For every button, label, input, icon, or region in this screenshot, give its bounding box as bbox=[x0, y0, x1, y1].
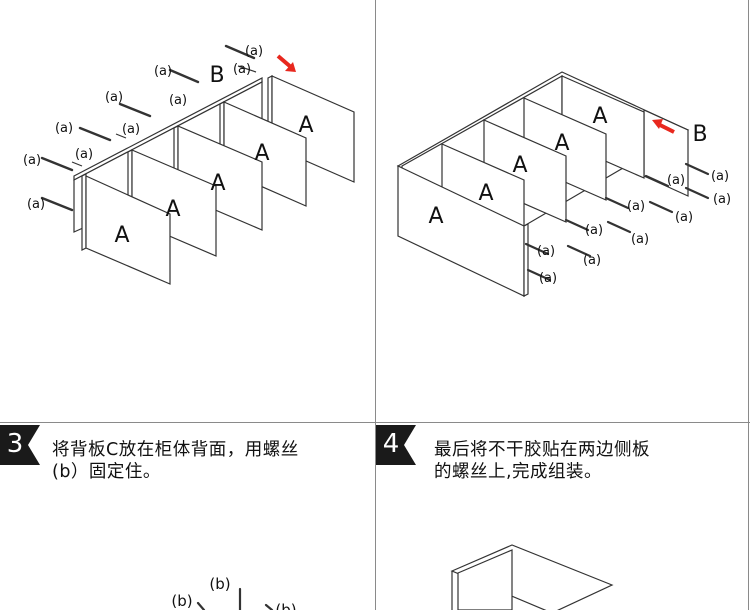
panel-a-1 bbox=[85, 175, 171, 285]
screw-a-label: (a) bbox=[233, 62, 251, 77]
screw-a-label: (a) bbox=[27, 197, 45, 212]
step2-assembled-diagram: A A A A A B (a) (a) (a) (a) (a) (a) (a) … bbox=[396, 71, 731, 297]
panel-a-4-label: A bbox=[254, 141, 269, 166]
step4-box-diagram bbox=[450, 544, 614, 610]
step3-screw-diagram: (b) (b) (b) bbox=[171, 575, 297, 610]
screw-a-label: (a) bbox=[245, 44, 263, 59]
step1-diagram-panel: A A A A A B (a) (a) (a) (a) (a) (a) (a) … bbox=[0, 0, 375, 422]
screw-a-label: (a) bbox=[713, 192, 731, 207]
divider-a-3-label: A bbox=[512, 153, 527, 178]
front-panel-edge bbox=[523, 223, 529, 297]
step3-instruction-line2: (b）固定住。 bbox=[52, 462, 161, 482]
screw-a-8 bbox=[115, 133, 127, 139]
screw-a-label: (a) bbox=[627, 199, 645, 214]
screw-a-1 bbox=[40, 196, 74, 212]
step4-instruction-line2: 的螺丝上,完成组装。 bbox=[434, 462, 603, 482]
screw-a-3 bbox=[78, 126, 112, 142]
screw-a-5 bbox=[168, 68, 200, 84]
screw-a-label: (a) bbox=[539, 271, 557, 286]
screw-a-label: (a) bbox=[675, 210, 693, 225]
panel-a-2-label: A bbox=[165, 197, 180, 222]
screw-a-label: (a) bbox=[583, 253, 601, 268]
screw-a bbox=[564, 218, 590, 232]
screw-a bbox=[684, 186, 710, 200]
screw-b-label: (b) bbox=[209, 575, 230, 593]
step4-number: 4 bbox=[382, 429, 400, 459]
step3-number-badge bbox=[0, 425, 40, 465]
divider-a-2-label: A bbox=[478, 181, 493, 206]
step4-instruction-line1: 最后将不干胶贴在两边侧板 bbox=[434, 440, 650, 460]
direction-arrow-1 bbox=[276, 54, 296, 72]
screw-a-2 bbox=[40, 156, 74, 172]
screw-a-4 bbox=[118, 102, 152, 118]
screw-a bbox=[524, 242, 550, 256]
screw-a-label: (a) bbox=[711, 169, 729, 184]
screw-a bbox=[606, 220, 632, 234]
panel-a-3-label: A bbox=[210, 171, 225, 196]
screw-b-3 bbox=[264, 603, 274, 610]
screw-a-label: (a) bbox=[537, 244, 555, 259]
step3-panel: 3 将背板C放在柜体背面，用螺丝 (b）固定住。 (b) (b) (b) bbox=[0, 423, 375, 610]
step1-exploded-diagram: A A A A A B (a) (a) (a) (a) (a) (a) (a) … bbox=[23, 44, 355, 285]
step2-diagram-panel: A A A A A B (a) (a) (a) (a) (a) (a) (a) … bbox=[376, 0, 748, 422]
screw-a-7 bbox=[71, 161, 83, 167]
step4-number-badge bbox=[376, 425, 416, 465]
frame-divider-horizontal bbox=[0, 422, 750, 423]
divider-a-5-label: A bbox=[592, 104, 607, 129]
screw-a-label: (a) bbox=[75, 147, 93, 162]
frame-divider-vertical bbox=[375, 0, 376, 610]
back-panel-b-label: B bbox=[692, 122, 707, 147]
screws-a-group bbox=[40, 44, 256, 212]
finished-box-inner bbox=[457, 549, 513, 610]
screws-a-group bbox=[524, 162, 710, 282]
screw-a-label: (a) bbox=[105, 90, 123, 105]
screw-a-9 bbox=[237, 65, 257, 73]
divider-a-4-label: A bbox=[554, 131, 569, 156]
screw-b-label: (b) bbox=[171, 592, 192, 610]
screw-b-label: (b) bbox=[275, 601, 296, 610]
step3-instruction-line1: 将背板C放在柜体背面，用螺丝 bbox=[52, 440, 299, 460]
step3-number: 3 bbox=[6, 429, 24, 459]
screw-a-label: (a) bbox=[631, 232, 649, 247]
screw-a-6 bbox=[224, 44, 256, 60]
screw-b-2 bbox=[196, 601, 206, 610]
screw-a bbox=[684, 162, 710, 176]
screw-a-label: (a) bbox=[55, 121, 73, 136]
direction-arrow-2 bbox=[652, 119, 675, 134]
screw-a bbox=[648, 200, 674, 214]
screw-a-label: (a) bbox=[154, 64, 172, 79]
screw-a-label: (a) bbox=[667, 173, 685, 188]
screw-a-label: (a) bbox=[23, 153, 41, 168]
panel-a-5-label: A bbox=[298, 113, 313, 138]
screw-a bbox=[526, 268, 552, 282]
front-panel-a-label: A bbox=[428, 204, 443, 229]
screw-a bbox=[644, 174, 670, 188]
panel-a-1-label: A bbox=[114, 223, 129, 248]
screw-a bbox=[604, 196, 630, 210]
screw-a-label: (a) bbox=[169, 93, 187, 108]
step4-panel: 4 最后将不干胶贴在两边侧板 的螺丝上,完成组装。 bbox=[376, 423, 748, 610]
back-panel-b-label: B bbox=[209, 63, 224, 88]
screw-a-label: (a) bbox=[122, 122, 140, 137]
frame-border-right bbox=[748, 0, 749, 610]
screw-a-label: (a) bbox=[585, 223, 603, 238]
screw-a bbox=[566, 244, 592, 258]
